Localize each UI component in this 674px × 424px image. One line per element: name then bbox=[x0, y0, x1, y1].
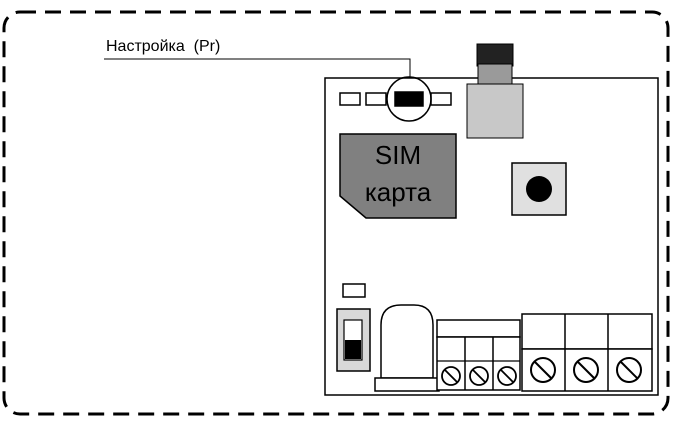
large-screw-1 bbox=[530, 357, 556, 383]
sim-card-slot bbox=[339, 133, 457, 219]
jumper-pad-2 bbox=[365, 92, 387, 106]
antenna-connector-body bbox=[466, 83, 524, 139]
sim-label-line1: SIM bbox=[375, 140, 421, 170]
large-terminal-header bbox=[521, 313, 653, 350]
power-jack-base bbox=[374, 377, 440, 392]
settings-jumper-highlight bbox=[386, 76, 432, 122]
sim-label-line2: карта bbox=[365, 177, 432, 207]
small-screw-2 bbox=[469, 366, 489, 386]
push-button-icon bbox=[526, 176, 552, 202]
large-screw-2 bbox=[573, 357, 599, 383]
small-screw-3 bbox=[497, 366, 517, 386]
dashed-enclosure bbox=[2, 10, 670, 416]
power-jack bbox=[380, 304, 434, 379]
jumper-pad-1 bbox=[339, 92, 361, 106]
jumper-pad-4 bbox=[430, 92, 452, 106]
callout-leader-line bbox=[104, 58, 411, 78]
large-screw-3 bbox=[616, 357, 642, 383]
antenna-cap bbox=[476, 43, 514, 67]
status-led-pad bbox=[342, 283, 366, 298]
jumper-pad-settings bbox=[394, 91, 424, 107]
small-terminal-header bbox=[436, 319, 521, 338]
slide-switch-knob bbox=[345, 340, 361, 359]
small-screw-1 bbox=[441, 366, 461, 386]
antenna-neck bbox=[477, 63, 513, 85]
settings-callout-label: Настройка (Pr) bbox=[106, 38, 220, 55]
